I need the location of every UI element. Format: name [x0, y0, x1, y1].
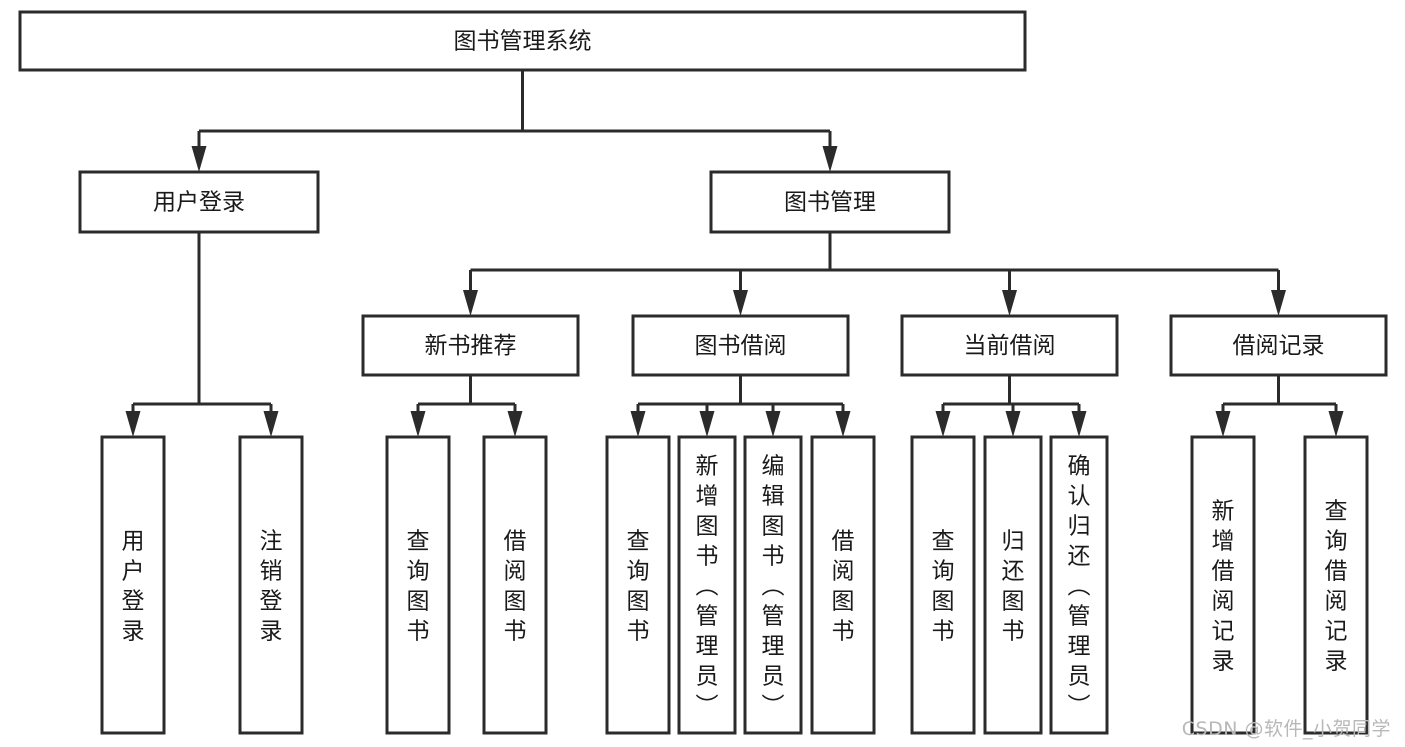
- node-leaf-borrow-book-2[interactable]: 借阅图书: [810, 435, 876, 735]
- node-label: 借阅记录: [1233, 333, 1325, 359]
- node-leaf-logout[interactable]: 注销登录: [238, 435, 304, 735]
- node-label: 图书管理系统: [454, 29, 592, 55]
- node-label: 新增借阅记录: [1212, 498, 1235, 674]
- node-box: [983, 435, 1043, 735]
- node-label: 用户登录: [122, 528, 145, 644]
- node-box: [482, 435, 548, 735]
- arrow-head-icon: [1071, 411, 1087, 437]
- node-box: [238, 435, 304, 735]
- arrow-head-icon: [835, 411, 851, 437]
- node-label: 新书推荐: [425, 333, 517, 359]
- arrow-head-icon: [1002, 290, 1017, 316]
- arrow-head-icon: [1005, 411, 1021, 437]
- node-box: [605, 435, 671, 735]
- node-user-login[interactable]: 用户登录: [78, 170, 320, 234]
- node-label: 借阅图书: [504, 528, 527, 644]
- node-label: 图书管理: [784, 190, 876, 216]
- node-box: [385, 435, 451, 735]
- node-label: 新增图书︵管理员︶: [696, 453, 719, 719]
- node-box: [1049, 435, 1109, 735]
- node-leaf-borrow-book-1[interactable]: 借阅图书: [482, 435, 548, 735]
- node-label: 借阅图书: [832, 528, 855, 644]
- node-box: [900, 314, 1119, 377]
- node-label: 确认归还︵管理员︶: [1068, 453, 1091, 719]
- node-new-book-rec[interactable]: 新书推荐: [361, 314, 580, 377]
- node-leaf-query-book-3[interactable]: 查询图书: [910, 435, 976, 735]
- node-box: [910, 435, 976, 735]
- node-box: [100, 435, 166, 735]
- node-label: 查询图书: [932, 528, 955, 644]
- node-label: 归还图书: [1002, 528, 1025, 644]
- arrow-head-icon: [822, 146, 838, 172]
- node-label: 查询借阅记录: [1325, 498, 1348, 674]
- node-borrow-record[interactable]: 借阅记录: [1169, 314, 1388, 377]
- node-book-borrow[interactable]: 图书借阅: [631, 314, 850, 377]
- arrow-head-icon: [1328, 411, 1344, 437]
- node-label: 图书借阅: [695, 333, 787, 359]
- node-box: [78, 170, 320, 234]
- node-leaf-query-book-2[interactable]: 查询图书: [605, 435, 671, 735]
- edge-layer: [125, 70, 1344, 437]
- node-leaf-return-book[interactable]: 归还图书: [983, 435, 1043, 735]
- node-book-manage[interactable]: 图书管理: [709, 170, 951, 234]
- node-leaf-edit-book[interactable]: 编辑图书︵管理员︶: [743, 435, 803, 735]
- arrow-head-icon: [630, 411, 646, 437]
- node-box: [1303, 435, 1369, 735]
- node-box: [361, 314, 580, 377]
- arrow-head-icon: [699, 411, 715, 437]
- node-box: [1169, 314, 1388, 377]
- node-label: 查询图书: [627, 528, 650, 644]
- arrow-head-icon: [263, 411, 279, 437]
- node-label: 用户登录: [153, 190, 245, 216]
- node-box: [1190, 435, 1256, 735]
- node-box: [677, 435, 737, 735]
- arrow-head-icon: [1271, 290, 1286, 316]
- arrow-head-icon: [935, 411, 951, 437]
- arrow-head-icon: [1215, 411, 1231, 437]
- node-box: [709, 170, 951, 234]
- node-leaf-query-book-1[interactable]: 查询图书: [385, 435, 451, 735]
- node-current-borrow[interactable]: 当前借阅: [900, 314, 1119, 377]
- node-box: [743, 435, 803, 735]
- arrow-head-icon: [125, 411, 141, 437]
- watermark-text: CSDN @软件_小贺同学: [1181, 718, 1391, 740]
- node-leaf-confirm-return[interactable]: 确认归还︵管理员︶: [1049, 435, 1109, 735]
- node-leaf-user-login[interactable]: 用户登录: [100, 435, 166, 735]
- arrow-head-icon: [463, 290, 478, 316]
- node-leaf-query-record[interactable]: 查询借阅记录: [1303, 435, 1369, 735]
- node-leaf-add-record[interactable]: 新增借阅记录: [1190, 435, 1256, 735]
- node-root[interactable]: 图书管理系统: [18, 10, 1027, 72]
- node-label: 注销登录: [260, 528, 283, 644]
- arrow-head-icon: [507, 411, 523, 437]
- node-box: [18, 10, 1027, 72]
- arrow-head-icon: [765, 411, 781, 437]
- arrow-head-icon: [733, 290, 748, 316]
- arrow-head-icon: [410, 411, 426, 437]
- node-label: 当前借阅: [964, 333, 1056, 359]
- node-box: [810, 435, 876, 735]
- node-leaf-add-book[interactable]: 新增图书︵管理员︶: [677, 435, 737, 735]
- arrow-head-icon: [191, 146, 207, 172]
- node-label: 编辑图书︵管理员︶: [762, 453, 785, 719]
- node-box: [631, 314, 850, 377]
- node-layer: 图书管理系统用户登录图书管理新书推荐图书借阅当前借阅借阅记录用户登录注销登录查询…: [18, 10, 1388, 735]
- node-label: 查询图书: [407, 528, 430, 644]
